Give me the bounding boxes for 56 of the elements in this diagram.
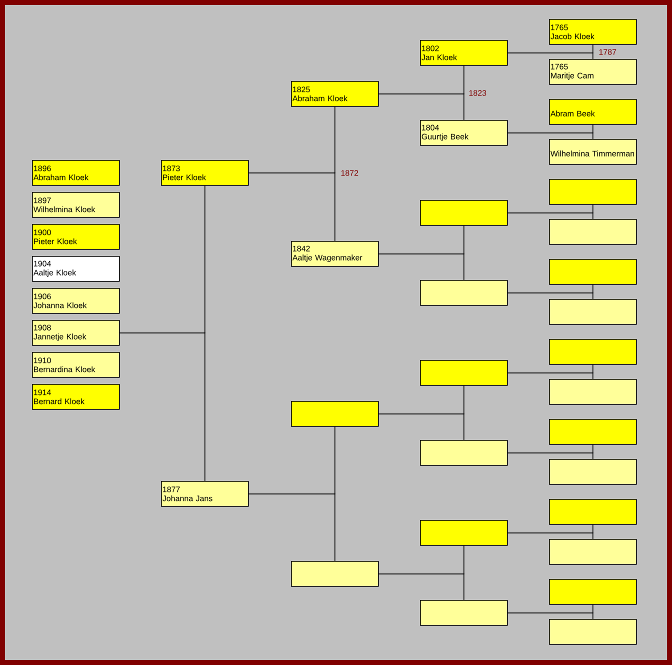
marriage-year: 1872 <box>340 170 359 176</box>
person-box: 1896 Abraham Kloek <box>32 160 120 186</box>
person-box: 1825 Abraham Kloek <box>291 81 379 107</box>
empty-box <box>549 259 637 285</box>
empty-box <box>549 579 637 605</box>
person-box: Wilhelmina Timmerman <box>549 139 637 165</box>
empty-box <box>420 280 508 306</box>
empty-box <box>549 539 637 565</box>
empty-box <box>549 179 637 205</box>
person-box: 1914 Bernard Kloek <box>32 384 120 410</box>
connector-line <box>378 94 464 120</box>
marriage-year: 1823 <box>468 90 487 96</box>
person-box: 1873 Pieter Kloek <box>161 160 249 186</box>
connector-line <box>378 254 464 280</box>
person-box: 1906 Johanna Kloek <box>32 288 120 314</box>
empty-box <box>291 561 379 587</box>
person-box: 1904 Aaltje Kloek <box>32 256 120 282</box>
person-box: 1765 Jacob Kloek <box>549 19 637 45</box>
connector-line <box>378 414 464 440</box>
empty-box <box>549 619 637 645</box>
person-box: Abram Beek <box>549 99 637 125</box>
person-box: 1877 Johanna Jans <box>161 481 249 507</box>
connector-line <box>507 212 594 220</box>
person-box: 1908 Jannetje Kloek <box>32 320 120 346</box>
empty-box <box>549 379 637 405</box>
empty-box <box>420 600 508 626</box>
connector-line <box>507 532 594 540</box>
empty-box <box>420 520 508 546</box>
empty-box <box>549 299 637 325</box>
connector-line <box>378 574 464 600</box>
connector-line <box>248 494 336 562</box>
empty-box <box>420 440 508 466</box>
person-box: 1765 Maritje Cam <box>549 59 637 85</box>
connector-line <box>119 332 206 482</box>
connector-line <box>507 132 594 140</box>
empty-box <box>291 401 379 427</box>
connector-line <box>507 612 594 620</box>
person-box: 1897 Wilhelmina Kloek <box>32 192 120 218</box>
empty-box <box>420 200 508 226</box>
person-box: 1802 Jan Kloek <box>420 40 508 66</box>
person-box: 1900 Pieter Kloek <box>32 224 120 250</box>
connector-line <box>248 172 336 242</box>
marriage-year: 1787 <box>598 48 617 56</box>
empty-box <box>549 219 637 245</box>
connector-line <box>507 52 594 60</box>
person-box: 1804 Guurtje Beek <box>420 120 508 146</box>
connector-line <box>507 372 594 380</box>
connector-line <box>507 452 594 460</box>
empty-box <box>549 339 637 365</box>
person-box: 1842 Aaltje Wagenmaker <box>291 241 379 267</box>
connector-line <box>507 292 594 300</box>
empty-box <box>549 459 637 485</box>
empty-box <box>549 499 637 525</box>
empty-box <box>549 419 637 445</box>
empty-box <box>420 360 508 386</box>
person-box: 1910 Bernardina Kloek <box>32 352 120 378</box>
